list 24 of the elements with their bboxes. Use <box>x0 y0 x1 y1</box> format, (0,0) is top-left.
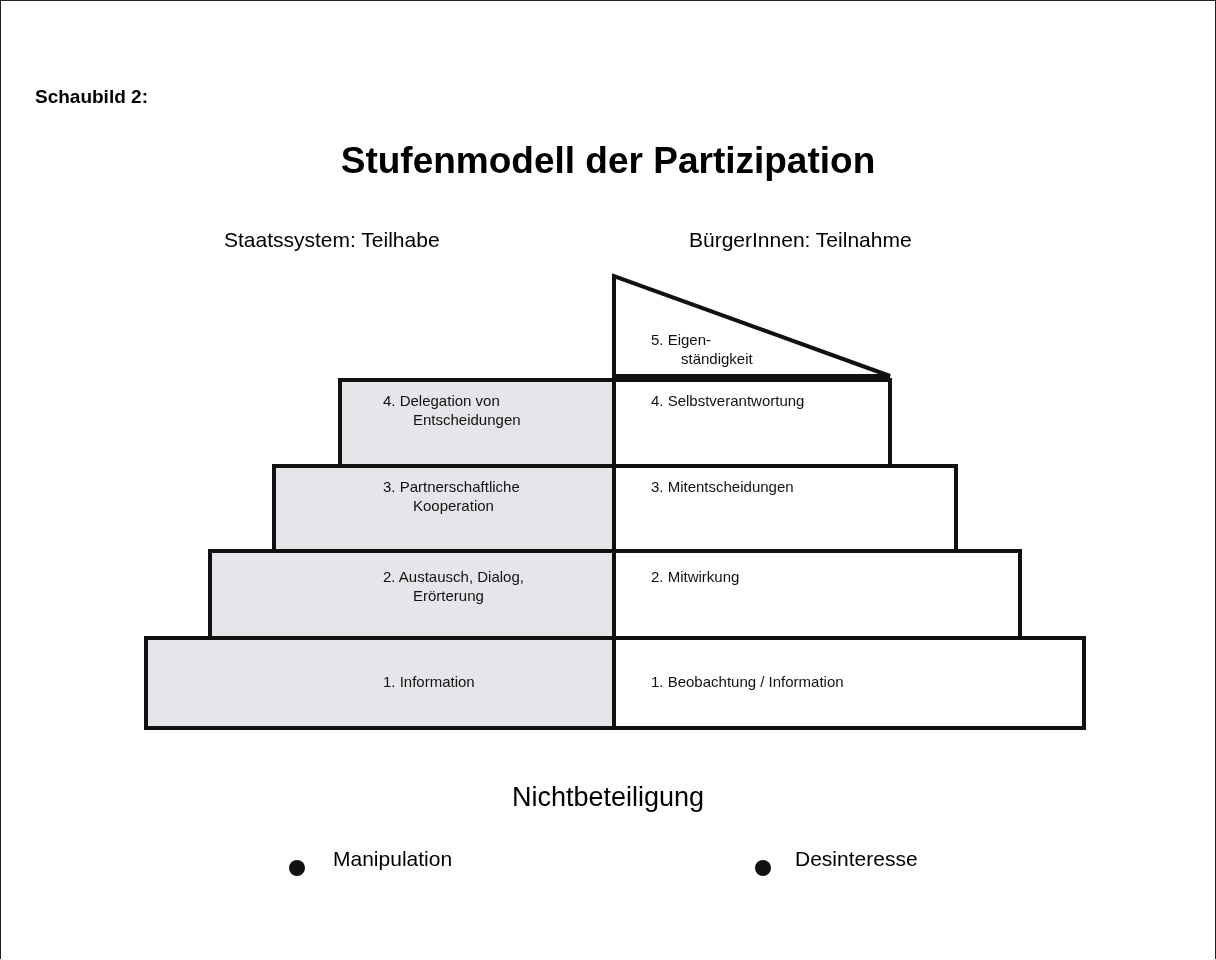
list-item: Manipulation <box>333 847 453 871</box>
step-box <box>144 636 616 730</box>
step-label: 3. Partnerschaftliche Kooperation <box>383 477 521 515</box>
step-label: 2. Austausch, Dialog, Erörterung <box>383 567 525 605</box>
step-label: 1. Beobachtung / Information <box>651 672 845 691</box>
diagram-title: Stufenmodell der Partizipation <box>339 140 877 182</box>
column-heading: BürgerInnen: Teilnahme <box>689 228 912 252</box>
list-item: Desinteresse <box>795 847 918 871</box>
step-box <box>616 378 892 464</box>
step-label: 4. Selbstverantwortung <box>651 391 806 410</box>
step-box <box>208 549 616 636</box>
step-label: 1. Information <box>383 672 476 691</box>
step-box <box>616 636 1086 730</box>
section-heading: Nichtbeteiligung <box>510 782 706 813</box>
step-label: 4. Delegation von Entscheidungen <box>383 391 522 429</box>
step-box <box>338 378 616 464</box>
step-label: 3. Mitentscheidungen <box>651 477 795 496</box>
step-box <box>616 464 958 549</box>
step-label: 2. Mitwirkung <box>651 567 741 586</box>
step-box <box>272 464 616 549</box>
figure-label: Schaubild 2: <box>35 86 148 108</box>
step-box <box>616 549 1022 636</box>
step-label: 5. Eigen- ständigkeit <box>651 330 754 368</box>
column-heading: Staatssystem: Teilhabe <box>224 228 440 252</box>
